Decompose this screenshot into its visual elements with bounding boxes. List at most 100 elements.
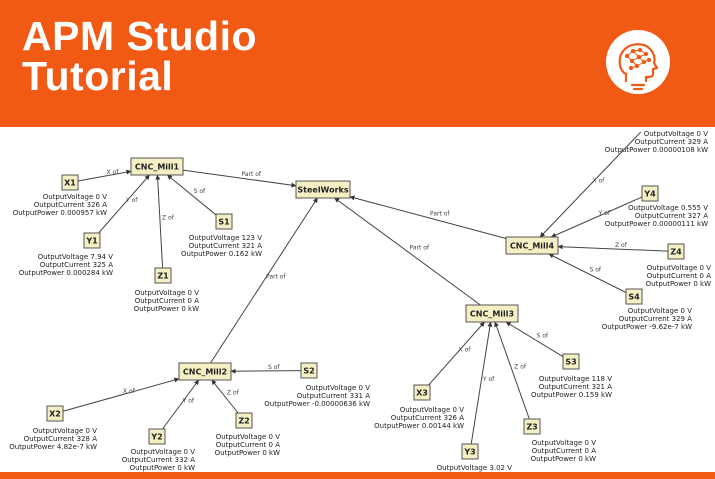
node-box[interactable]	[154, 267, 172, 284]
readout-line: OutputVoltage 0 V	[532, 439, 596, 447]
node-label: CNC_Mill3	[470, 310, 514, 319]
edge-cnc_mill2-steelworks	[210, 197, 318, 364]
node-label: S3	[565, 358, 576, 367]
readout-line: OutputVoltage 0.555 V	[628, 204, 708, 212]
edge-label: Part of	[430, 211, 450, 218]
edge-label: Part of	[410, 245, 430, 252]
edge-z2-cnc_mill2	[211, 379, 239, 414]
node-x2[interactable]: X2	[46, 405, 64, 422]
readout-line: OutputPower -0.00000636 kW	[264, 400, 370, 408]
node-y4[interactable]: Y4	[641, 185, 659, 202]
node-label: Y3	[463, 448, 475, 457]
node-steelworks[interactable]: SteelWorks	[295, 180, 351, 199]
readout-line: OutputCurrent 326 A	[34, 201, 107, 209]
readout-line: OutputPower 4.82e-7 kW	[9, 443, 97, 451]
edge-s3-cnc_mill3	[505, 321, 564, 358]
node-box[interactable]	[667, 243, 685, 260]
edge-x1-cnc_mill1	[77, 169, 132, 182]
edge-s1-cnc_mill1	[167, 174, 217, 216]
node-label: Z1	[157, 272, 169, 281]
node-box[interactable]	[505, 236, 559, 255]
node-label: CNC_Mill4	[510, 242, 555, 251]
title-line-1: APM Studio	[22, 13, 258, 59]
edge-y3-cnc_mill3	[470, 321, 493, 445]
readout-line: OutputCurrent 325 A	[40, 261, 113, 269]
node-s4[interactable]: S4	[625, 288, 643, 305]
node-label: CNC_Mill1	[135, 163, 180, 172]
readout-line: OutputCurrent 332 A	[122, 456, 195, 464]
node-z4[interactable]: Z4	[667, 243, 685, 260]
node-label: CNC_Mill2	[183, 368, 227, 377]
node-label: Z4	[670, 248, 682, 257]
node-box[interactable]	[295, 180, 351, 199]
edge-label: S of	[590, 266, 602, 273]
node-label: S2	[303, 367, 314, 376]
node-y1[interactable]: Y1	[83, 232, 101, 249]
node-cnc_mill4[interactable]: CNC_Mill4	[505, 236, 559, 255]
readout-line: OutputVoltage 0 V	[131, 448, 195, 456]
node-box[interactable]	[461, 443, 479, 460]
edge-z3-cnc_mill3	[494, 321, 530, 420]
node-box[interactable]	[300, 362, 318, 379]
node-box[interactable]	[625, 288, 643, 305]
node-z2[interactable]: Z2	[235, 412, 253, 429]
readout-y3: OutputVoltage 3.02 V	[437, 464, 513, 472]
edge-y1-cnc_mill1	[98, 174, 150, 234]
node-s2[interactable]: S2	[300, 362, 318, 379]
readout-line: OutputVoltage 118 V	[539, 375, 612, 383]
node-s1[interactable]: S1	[215, 213, 233, 230]
node-box[interactable]	[178, 362, 232, 381]
edge-label: X of	[123, 388, 136, 395]
node-box[interactable]	[148, 428, 166, 445]
node-box[interactable]	[641, 185, 659, 202]
readout-line: OutputVoltage 0 V	[33, 427, 97, 435]
node-box[interactable]	[562, 353, 580, 370]
node-box[interactable]	[61, 174, 79, 191]
node-x1[interactable]: X1	[61, 174, 79, 191]
node-cnc_mill2[interactable]: CNC_Mill2	[178, 362, 232, 381]
edge-cnc_mill3-steelworks	[334, 197, 481, 306]
node-box[interactable]	[465, 304, 519, 323]
readout-line: OutputCurrent 327 A	[635, 212, 708, 220]
readout-line: OutputCurrent 321 A	[189, 242, 262, 250]
edge-label: Z of	[162, 215, 175, 222]
node-z3[interactable]: Z3	[523, 418, 541, 435]
node-cnc_mill3[interactable]: CNC_Mill3	[465, 304, 519, 323]
edge-y4-cnc_mill4	[550, 196, 643, 238]
node-x3[interactable]: X3	[413, 384, 431, 401]
readout-line: OutputPower 0.000957 kW	[13, 209, 107, 217]
node-y2[interactable]: Y2	[148, 428, 166, 445]
node-box[interactable]	[523, 418, 541, 435]
node-box[interactable]	[46, 405, 64, 422]
readout-line: OutputPower -9.62e-7 kW	[602, 323, 692, 331]
edge-label: Y of	[482, 376, 495, 383]
node-box[interactable]	[83, 232, 101, 249]
edge-label: Y of	[598, 210, 611, 217]
node-box[interactable]	[215, 213, 233, 230]
node-box[interactable]	[130, 157, 184, 176]
node-box[interactable]	[413, 384, 431, 401]
node-label: X3	[416, 389, 428, 398]
node-s3[interactable]: S3	[562, 353, 580, 370]
node-box[interactable]	[235, 412, 253, 429]
node-cnc_mill1[interactable]: CNC_Mill1	[130, 157, 184, 176]
node-label: X1	[64, 179, 76, 188]
edge-z4-cnc_mill4	[557, 244, 669, 252]
node-label: Y4	[643, 190, 656, 199]
node-y3[interactable]: Y3	[461, 443, 479, 460]
edge-label: Z of	[615, 242, 628, 249]
readout-line: OutputPower 0.162 kW	[181, 250, 262, 258]
edge-y2-cnc_mill2	[162, 379, 200, 430]
readout-line: OutputVoltage 0 V	[135, 289, 199, 297]
readout-line: OutputCurrent 329 A	[619, 315, 692, 323]
edge-label: Y of	[182, 398, 195, 405]
node-label: Y2	[150, 433, 162, 442]
edge-x3-cnc_mill3	[428, 321, 485, 386]
node-z1[interactable]: Z1	[154, 267, 172, 284]
bottom-accent-bar	[0, 472, 715, 479]
